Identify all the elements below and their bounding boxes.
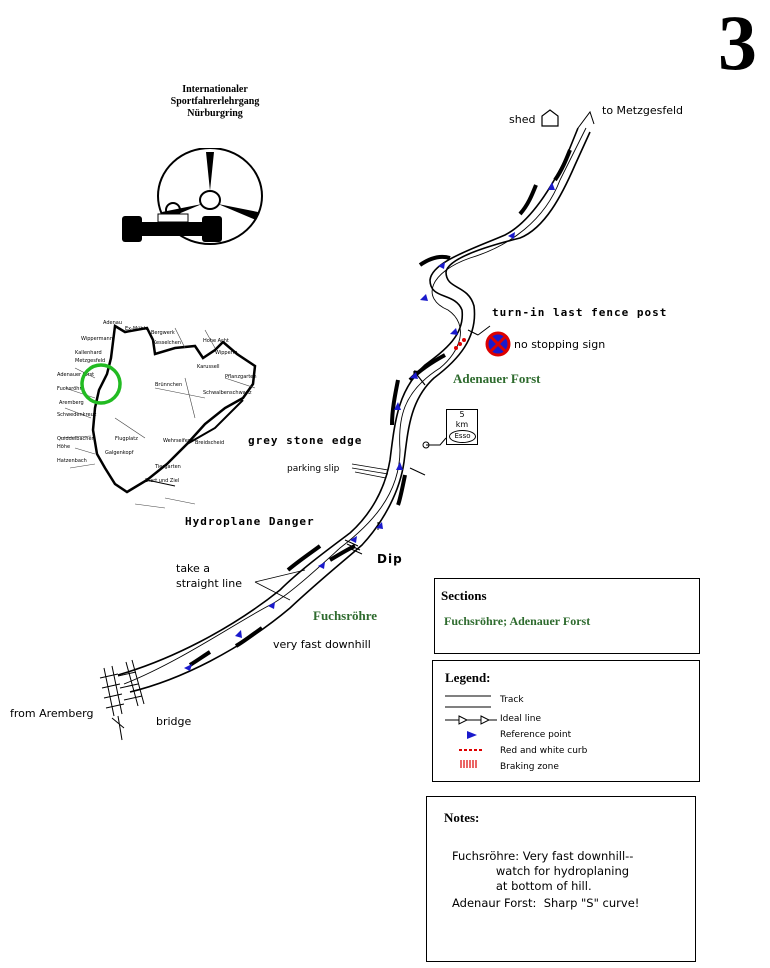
- section-highlight-circle: [80, 363, 122, 405]
- svg-text:Wehrseifen: Wehrseifen: [163, 438, 191, 444]
- svg-text:Adenauer forst: Adenauer forst: [57, 372, 94, 378]
- academy-title-line3: Nürburgring: [187, 108, 243, 119]
- label-fuchsrohre: Fuchsröhre: [313, 608, 378, 623]
- notes-title: Notes:: [444, 810, 480, 825]
- reference-point-markers: [184, 182, 555, 671]
- svg-text:Wipperm.: Wipperm.: [215, 350, 239, 356]
- legend-item-braking-zone: Braking zone: [500, 762, 559, 772]
- label-to-metzgesfeld: to Metzgesfeld: [602, 104, 684, 117]
- reference-triangle-icon: [467, 731, 477, 739]
- sections-box: Sections Fuchsröhre; Adenauer Forst: [434, 578, 700, 654]
- legend-item-ideal-line: Ideal line: [500, 714, 542, 724]
- shed-icon: [541, 109, 559, 127]
- legend-icons: [445, 695, 497, 768]
- sections-title: Sections: [441, 588, 487, 603]
- sections-value: Fuchsröhre; Adenauer Forst: [444, 614, 591, 628]
- svg-text:Hohe Acht: Hohe Acht: [203, 338, 229, 344]
- braking-zone-icon: [460, 760, 477, 768]
- svg-text:Start und Ziel: Start und Ziel: [145, 478, 179, 484]
- svg-text:Breidscheid: Breidscheid: [195, 440, 224, 446]
- curb-markers: [454, 338, 466, 350]
- km-marker-sign: 5 km Esso: [446, 409, 478, 445]
- label-hydroplane-danger: Hydroplane Danger: [185, 515, 315, 528]
- notes-line-1: Fuchsröhre: Very fast downhill--: [452, 849, 634, 863]
- svg-text:Ex-Mühle: Ex-Mühle: [125, 326, 148, 332]
- km-unit: km: [455, 420, 469, 429]
- academy-title: Internationaler Sportfahrerlehrgang Nürb…: [140, 84, 290, 120]
- label-from-aremberg: from Aremberg: [10, 707, 94, 720]
- label-dip: Dip: [377, 552, 403, 566]
- svg-text:Bergwerk: Bergwerk: [151, 330, 175, 336]
- svg-text:Höhe: Höhe: [57, 444, 70, 450]
- svg-text:Adenau: Adenau: [103, 320, 122, 326]
- label-straight-line: straight line: [176, 577, 242, 590]
- svg-text:Fuchsröhre: Fuchsröhre: [57, 386, 85, 392]
- km-value: 5: [459, 410, 465, 419]
- page-number: 3: [718, 0, 757, 86]
- svg-text:Pflanzgarten: Pflanzgarten: [225, 374, 257, 380]
- legend-item-track: Track: [500, 695, 524, 705]
- label-parking-slip: parking slip: [287, 464, 340, 474]
- svg-text:Galgenkopf: Galgenkopf: [105, 450, 134, 456]
- svg-text:Kallenhard: Kallenhard: [75, 350, 102, 356]
- svg-text:Hatzenbach: Hatzenbach: [57, 458, 87, 464]
- label-bridge: bridge: [156, 715, 192, 728]
- svg-text:Metzgesfeld: Metzgesfeld: [75, 358, 105, 364]
- steering-wheel-logo-icon: [122, 148, 263, 245]
- legend-box: Legend: Track Ideal line Reference point…: [432, 660, 700, 782]
- notes-line-2: watch for hydroplaning: [452, 864, 630, 878]
- label-shed: shed: [509, 113, 536, 126]
- curb-icon: [459, 749, 482, 751]
- esso-logo: Esso: [449, 430, 476, 443]
- legend-title: Legend:: [445, 670, 491, 685]
- legend-item-reference-point: Reference point: [500, 730, 572, 740]
- notes-line-4: Adenaur Forst: Sharp "S" curve!: [452, 896, 640, 910]
- svg-text:Kesselchen: Kesselchen: [153, 340, 181, 346]
- track-lines-icon: [445, 695, 491, 708]
- no-stopping-sign-icon: [485, 331, 511, 357]
- academy-title-line1: Internationaler: [182, 84, 248, 95]
- academy-title-line2: Sportfahrerlehrgang: [170, 96, 260, 107]
- bridge-icon: [99, 659, 145, 741]
- notes-box: Notes: Fuchsröhre: Very fast downhill-- …: [426, 796, 696, 962]
- label-no-stopping: no stopping sign: [514, 338, 606, 351]
- label-take-a: take a: [176, 562, 211, 575]
- direction-arrow-icon: [577, 110, 595, 129]
- svg-text:Brünnchen: Brünnchen: [155, 382, 182, 388]
- label-adenauer-forst: Adenauer Forst: [453, 371, 541, 386]
- ideal-line-icon: [445, 715, 497, 725]
- svg-text:Flugplatz: Flugplatz: [115, 436, 138, 442]
- label-very-fast-downhill: very fast downhill: [273, 638, 371, 651]
- svg-text:Schwedenkreuz: Schwedenkreuz: [57, 412, 97, 418]
- svg-text:Schwalbenschwanz: Schwalbenschwanz: [203, 390, 252, 396]
- svg-text:Tiergarten: Tiergarten: [154, 464, 181, 470]
- svg-text:Wippermann: Wippermann: [81, 336, 113, 342]
- notes-line-3: at bottom of hill.: [452, 879, 592, 893]
- svg-text:Aremberg: Aremberg: [59, 400, 84, 406]
- svg-text:Karussell: Karussell: [197, 364, 220, 370]
- svg-text:Quiddelbacher: Quiddelbacher: [57, 436, 95, 442]
- label-turn-in: turn-in last fence post: [492, 306, 668, 319]
- legend-item-curb: Red and white curb: [500, 746, 588, 756]
- label-grey-stone-edge: grey stone edge: [248, 434, 363, 447]
